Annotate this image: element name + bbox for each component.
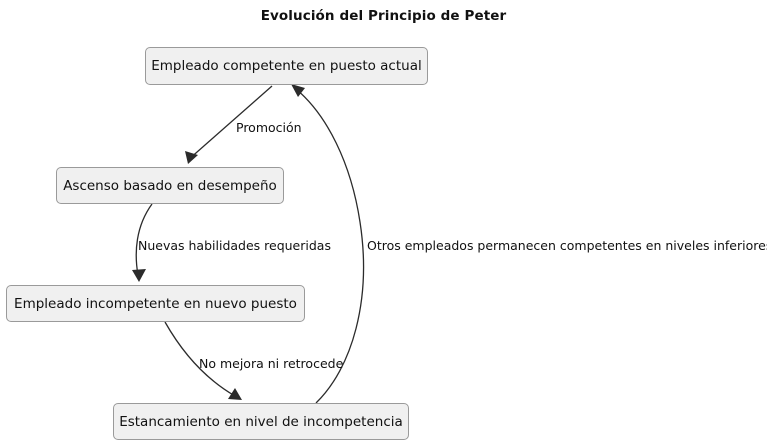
- page-title: Evolución del Principio de Peter: [260, 8, 507, 24]
- node-incompetente[interactable]: Empleado incompetente en nuevo puesto: [6, 285, 305, 322]
- arrowhead-incompetente: [132, 269, 146, 282]
- edge-label-habilidades: Nuevas habilidades requeridas: [138, 238, 331, 253]
- node-competente[interactable]: Empleado competente en puesto actual: [145, 47, 428, 85]
- edge-label-otros: Otros empleados permanecen competentes e…: [367, 238, 767, 253]
- node-estancamiento-label: Estancamiento en nivel de incompetencia: [119, 413, 403, 430]
- arrowhead-competente: [291, 84, 305, 97]
- node-ascenso-label: Ascenso basado en desempeño: [63, 177, 277, 194]
- node-incompetente-label: Empleado incompetente en nuevo puesto: [14, 295, 297, 312]
- arrowhead-estancamiento: [228, 388, 242, 400]
- node-competente-label: Empleado competente en puesto actual: [151, 58, 422, 74]
- node-estancamiento[interactable]: Estancamiento en nivel de incompetencia: [113, 403, 409, 440]
- arrowhead-ascenso: [185, 151, 198, 164]
- edge-label-promocion: Promoción: [236, 120, 302, 135]
- edge-label-nomejora: No mejora ni retrocede: [199, 356, 344, 371]
- node-ascenso[interactable]: Ascenso basado en desempeño: [56, 167, 284, 204]
